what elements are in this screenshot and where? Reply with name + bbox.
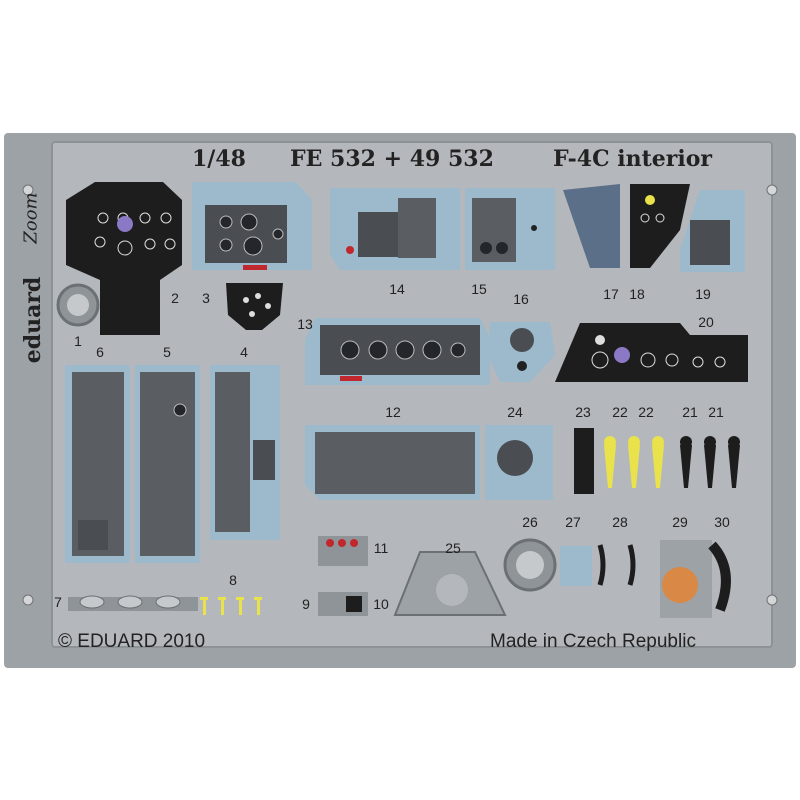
part-21 [680,436,740,488]
part-30 [708,541,731,612]
part-number: 24 [507,404,523,420]
part-number: 29 [672,514,688,530]
part-number: 11 [373,540,389,556]
part-number: 20 [698,314,714,330]
part-26 [503,538,557,592]
product-code: FE 532 + 49 532 [290,146,494,172]
part-number: 5 [163,344,171,360]
part-4b [210,365,280,540]
part-number: 22 [612,404,628,420]
brand-logo: eduard [20,276,46,364]
origin-label: Made in Czech Republic [490,631,696,652]
part-7 [68,595,198,611]
part-number: 3 [202,290,210,306]
part-16 [488,322,555,382]
product-title: F-4C interior [553,146,712,172]
part-28 [597,544,636,586]
part-number: 19 [695,286,711,302]
part-12 [305,425,480,500]
part-number: 18 [629,286,645,302]
part-27 [560,546,592,586]
part-19 [680,190,745,272]
part-number: 17 [603,286,619,302]
part-number: 27 [565,514,581,530]
part-20 [555,323,748,382]
part-number: 26 [522,514,538,530]
part-number: 23 [575,404,591,420]
part-23 [574,428,594,494]
part-14 [330,188,460,270]
part-number: 2 [171,290,179,306]
part-29 [660,540,712,618]
part-13 [305,318,490,385]
mounting-hole-icon [766,594,778,606]
scale-label: 1/48 [192,146,246,172]
part-6 [65,365,130,563]
part-number: 21 [708,404,724,420]
part-number: 12 [385,404,401,420]
part-number: 4 [240,344,248,360]
part-number: 9 [302,596,310,612]
part-number: 15 [471,281,487,297]
part-number: 28 [612,514,628,530]
part-number: 22 [638,404,654,420]
part-17 [563,184,620,268]
part-4 [226,283,283,330]
part-number: 30 [714,514,730,530]
part-number: 10 [373,596,389,612]
part-15 [465,188,555,270]
part-2 [66,182,182,335]
mounting-hole-icon [22,184,34,196]
part-24 [485,425,553,500]
part-5 [135,365,200,563]
part-25 [393,551,507,616]
part-number: 13 [297,316,313,332]
part-number: 8 [229,572,237,588]
part-11 [318,536,368,566]
part-number: 16 [513,291,529,307]
part-number: 25 [445,540,461,556]
part-number: 7 [54,594,62,610]
part-3 [192,182,312,270]
part-1 [56,283,100,327]
part-number: 14 [389,281,405,297]
part-number: 6 [96,344,104,360]
part-number: 21 [682,404,698,420]
zoom-label: Zoom [20,192,42,244]
part-8 [200,597,262,615]
mounting-hole-icon [766,184,778,196]
part-22 [604,436,664,488]
part-9-10 [318,592,368,616]
part-number: 1 [74,333,82,349]
mounting-hole-icon [22,594,34,606]
part-18 [630,184,690,268]
copyright: © EDUARD 2010 [58,631,206,652]
